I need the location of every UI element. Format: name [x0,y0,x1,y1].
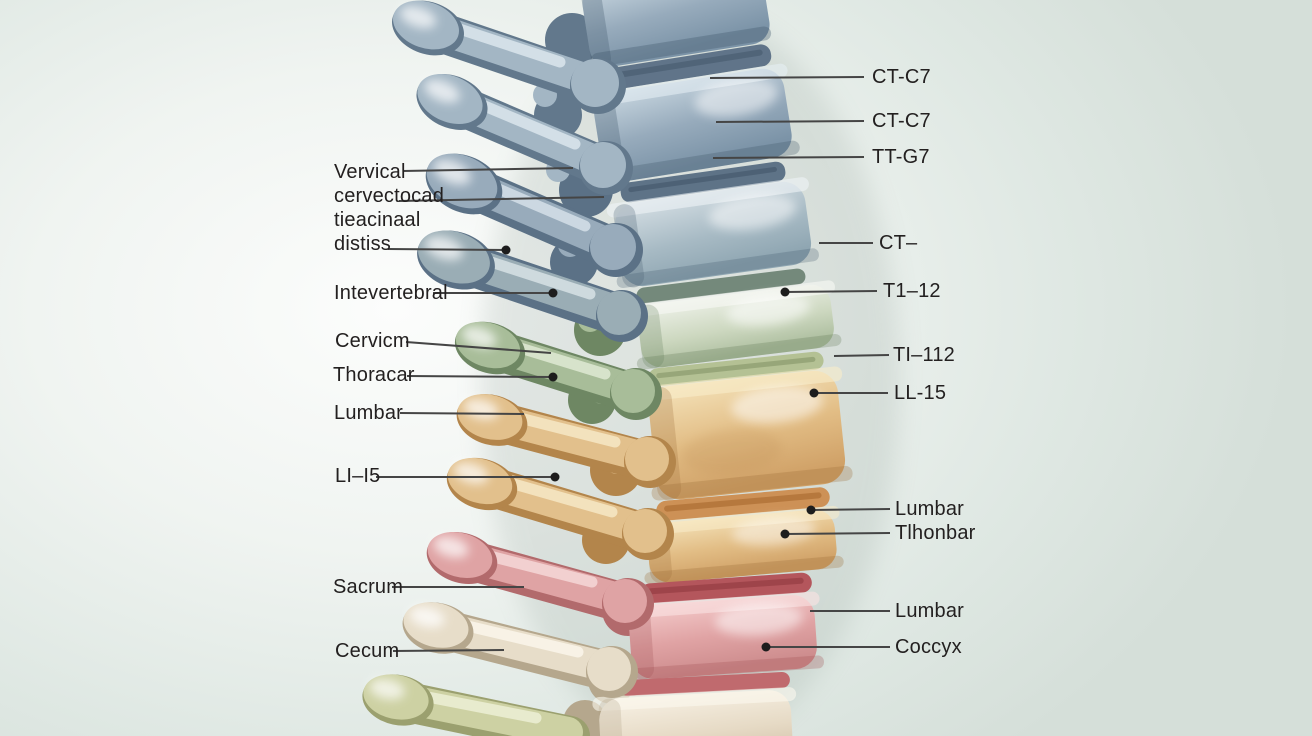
process-lumbar-1 [456,394,676,488]
label-left-distiss: distiss [334,233,391,255]
process-lumbar-2 [446,457,674,560]
label-right-ct-c7-2: CT-C7 [872,110,931,132]
label-left-vervical: Vervical [334,161,406,183]
label-left-li-i5: LI–I5 [335,465,381,487]
label-left-thoracar: Thoracar [333,364,415,386]
label-right-ti-112: TI–112 [893,344,955,366]
label-right-coccyx: Coccyx [895,636,962,658]
process-cervical-1 [392,0,626,114]
process-sacral [426,531,654,630]
label-left-tieacinaal: tieacinaal [334,209,421,231]
label-left-cervicm: Cervicm [335,330,410,352]
process-cervical-4 [417,230,648,342]
label-right-tlhonbar: Tlhonbar [895,522,976,544]
label-right-ll-15: LL-15 [894,382,947,404]
label-left-cervectocad: cervectocad [334,185,445,207]
label-left-sacrum: Sacrum [333,576,404,598]
vertebral-bodies [580,0,853,736]
label-right-lumbar-1: Lumbar [895,498,965,520]
label-right-tt-g7: TT-G7 [872,146,930,168]
label-left-cecum: Cecum [335,640,400,662]
label-right-t1-12: T1–12 [883,280,941,302]
label-right-ct-c7-1: CT-C7 [872,66,931,88]
process-cervical-2 [416,74,633,195]
process-coccygeal [402,602,638,698]
process-bottom-pale-green [362,674,590,736]
label-right-lumbar-2: Lumbar [895,600,965,622]
label-left-intevertebral: Intevertebral [334,282,448,304]
label-right-ct: CT– [879,232,918,254]
label-left-lumbar: Lumbar [334,402,404,424]
